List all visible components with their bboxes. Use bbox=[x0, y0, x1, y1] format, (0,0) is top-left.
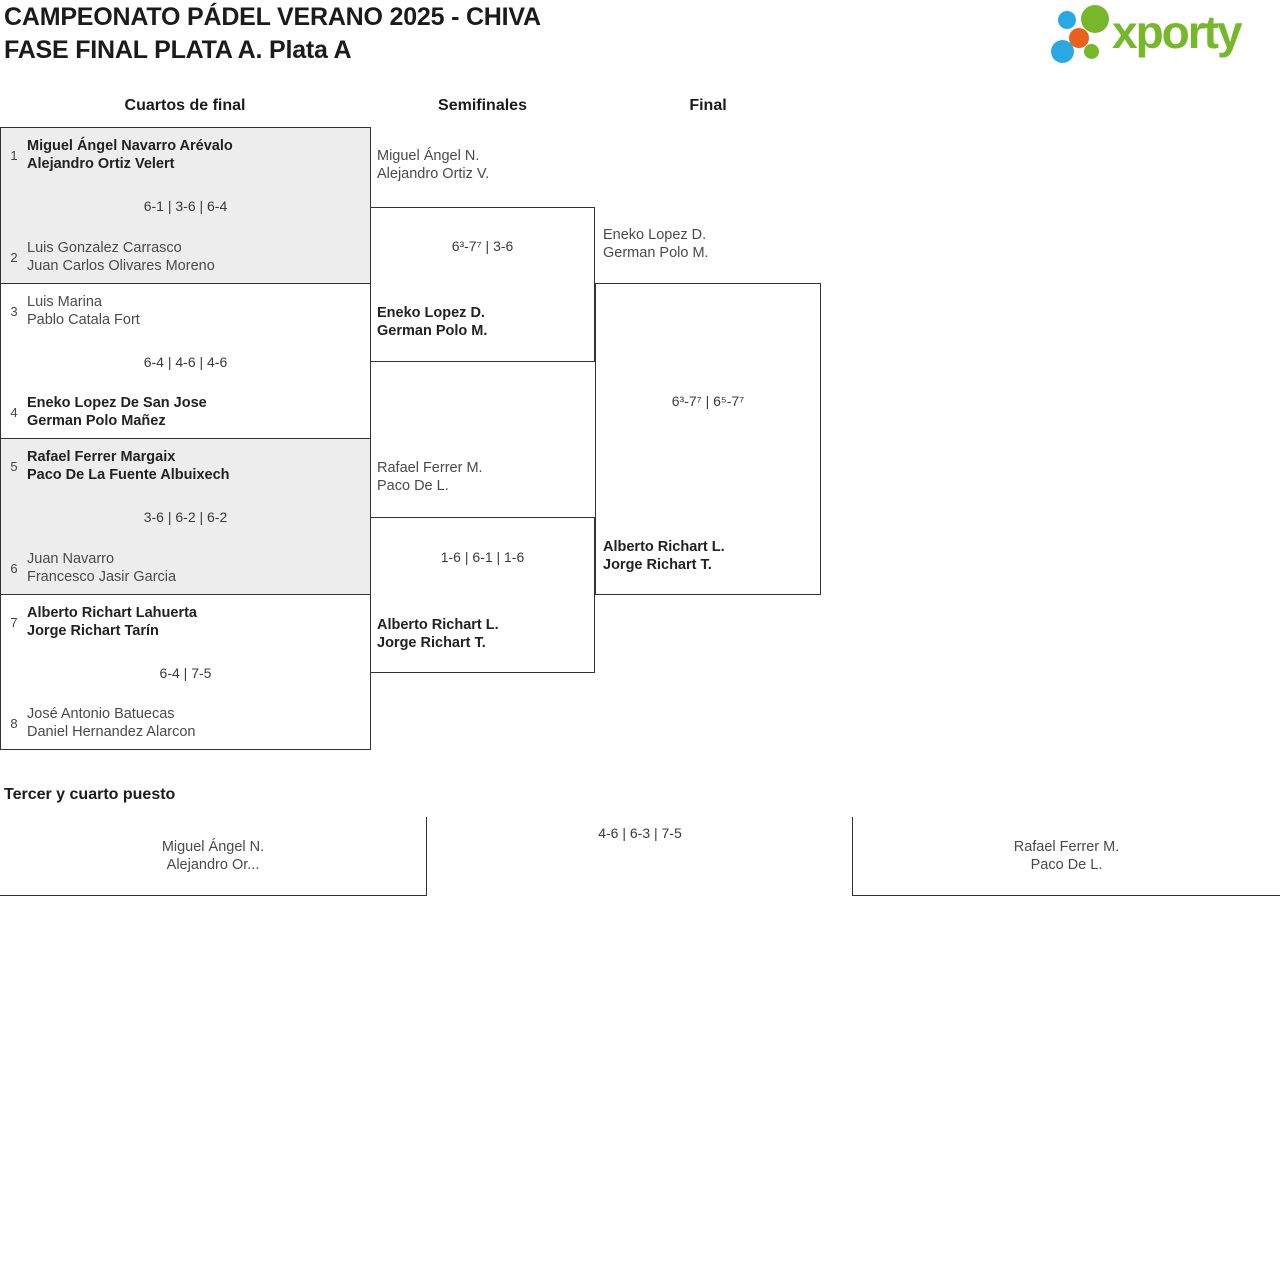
player-name: Miguel Ángel Navarro Arévalo bbox=[27, 138, 233, 154]
seed-number: 5 bbox=[10, 458, 18, 474]
player-name: Pablo Catala Fort bbox=[27, 312, 140, 328]
team-qf3-bottom: 6 Juan Navarro Francesco Jasir Garcia bbox=[1, 550, 176, 586]
player-name: Luis Marina bbox=[27, 294, 102, 310]
player-name: Rafael Ferrer M. bbox=[1013, 839, 1120, 855]
match-box-quarterfinal-3[interactable]: 5 Rafael Ferrer Margaix Paco De La Fuent… bbox=[0, 438, 371, 595]
round-header-final: Final bbox=[689, 97, 727, 114]
sf1-team-top-label: Miguel Ángel N. Alejandro Ortiz V. bbox=[377, 147, 489, 183]
player-name: Paco De L. bbox=[377, 478, 449, 494]
player-name: Jorge Richart Tarín bbox=[27, 623, 159, 639]
third-place-heading: Tercer y cuarto puesto bbox=[4, 786, 176, 803]
logo-dot-orange-icon bbox=[1069, 28, 1089, 48]
match-box-final[interactable] bbox=[595, 283, 821, 595]
seed-number: 7 bbox=[10, 614, 18, 630]
match-score: 6-4 | 4-6 | 4-6 bbox=[143, 354, 228, 370]
xporty-logo[interactable]: xporty bbox=[1045, 0, 1280, 72]
sf2-team-bottom-label: Alberto Richart L. Jorge Richart T. bbox=[377, 616, 499, 652]
player-name: Miguel Ángel N. bbox=[161, 839, 265, 855]
page-title-line2: FASE FINAL PLATA A. Plata A bbox=[4, 36, 352, 64]
player-name: Alejandro Ortiz V. bbox=[377, 166, 490, 182]
third-place-score: 4-6 | 6-3 | 7-5 bbox=[598, 825, 682, 841]
team-qf1-top: 1 Miguel Ángel Navarro Arévalo Alejandro… bbox=[1, 137, 233, 173]
third-place-bracket-left[interactable]: Miguel Ángel N. Alejandro Or... bbox=[0, 817, 427, 896]
player-name: Alejandro Ortiz Velert bbox=[27, 156, 175, 172]
match-score: 6-1 | 3-6 | 6-4 bbox=[143, 198, 228, 214]
final-team-bottom-label: Alberto Richart L. Jorge Richart T. bbox=[603, 538, 725, 574]
player-name: Juan Carlos Olivares Moreno bbox=[27, 258, 215, 274]
match-box-quarterfinal-1[interactable]: 1 Miguel Ángel Navarro Arévalo Alejandro… bbox=[0, 127, 371, 284]
player-name: Alberto Richart L. bbox=[603, 539, 725, 555]
team-qf3-top: 5 Rafael Ferrer Margaix Paco De La Fuent… bbox=[1, 448, 230, 484]
match-box-quarterfinal-4[interactable]: 7 Alberto Richart Lahuerta Jorge Richart… bbox=[0, 594, 371, 750]
sf2-team-top-label: Rafael Ferrer M. Paco De L. bbox=[377, 459, 483, 495]
third-place-bracket-right[interactable]: Rafael Ferrer M. Paco De L. bbox=[852, 817, 1280, 896]
player-name: Alberto Richart Lahuerta bbox=[27, 605, 197, 621]
team-qf4-top: 7 Alberto Richart Lahuerta Jorge Richart… bbox=[1, 604, 197, 640]
player-name: Eneko Lopez D. bbox=[603, 227, 707, 243]
seed-number: 3 bbox=[10, 303, 18, 319]
player-name: Paco De L. bbox=[1030, 857, 1103, 873]
player-name: German Polo M. bbox=[603, 245, 709, 261]
player-name: José Antonio Batuecas bbox=[27, 706, 175, 722]
semifinal-1-score: 6³-7⁷ | 3-6 bbox=[451, 238, 514, 254]
semifinal-2-score: 1-6 | 6-1 | 1-6 bbox=[440, 549, 525, 565]
round-header-semifinals: Semifinales bbox=[438, 97, 527, 114]
player-name: Alberto Richart L. bbox=[377, 617, 499, 633]
match-score: 6-4 | 7-5 bbox=[159, 665, 212, 681]
match-box-semifinal-1[interactable] bbox=[370, 207, 595, 362]
logo-dot-blue-small-icon bbox=[1058, 11, 1076, 29]
seed-number: 6 bbox=[10, 560, 18, 576]
match-score: 3-6 | 6-2 | 6-2 bbox=[143, 509, 228, 525]
seed-number: 8 bbox=[10, 715, 18, 731]
player-name: Rafael Ferrer Margaix bbox=[27, 449, 176, 465]
logo-dot-blue-large-icon bbox=[1051, 40, 1074, 63]
final-team-top-label: Eneko Lopez D. German Polo M. bbox=[603, 226, 709, 262]
player-name: Francesco Jasir Garcia bbox=[27, 569, 177, 585]
logo-dot-green-large-icon bbox=[1081, 5, 1109, 33]
player-name: Jorge Richart T. bbox=[603, 557, 712, 573]
page-title: CAMPEONATO PÁDEL VERANO 2025 - CHIVA FAS… bbox=[4, 1, 541, 67]
round-header-quarterfinals: Cuartos de final bbox=[124, 97, 246, 114]
player-name: Luis Gonzalez Carrasco bbox=[27, 240, 182, 256]
player-name: Miguel Ángel N. bbox=[377, 148, 480, 164]
match-box-quarterfinal-2[interactable]: 3 Luis Marina Pablo Catala Fort 6-4 | 4-… bbox=[0, 283, 371, 439]
team-qf2-bottom: 4 Eneko Lopez De San Jose German Polo Ma… bbox=[1, 394, 207, 430]
logo-wordmark: xporty bbox=[1112, 6, 1243, 58]
sf1-team-bottom-label: Eneko Lopez D. German Polo M. bbox=[377, 304, 487, 340]
player-name: German Polo Mañez bbox=[27, 413, 166, 429]
player-name: Rafael Ferrer M. bbox=[377, 460, 483, 476]
player-name: Eneko Lopez D. bbox=[377, 305, 485, 321]
player-name: German Polo M. bbox=[377, 323, 488, 339]
player-name: Alejandro Or... bbox=[166, 857, 260, 873]
final-score: 6³-7⁷ | 6⁵-7⁷ bbox=[671, 393, 745, 409]
player-name: Eneko Lopez De San Jose bbox=[27, 395, 207, 411]
match-box-semifinal-2[interactable] bbox=[370, 517, 595, 673]
seed-number: 4 bbox=[10, 404, 18, 420]
logo-dot-green-small-icon bbox=[1084, 44, 1099, 59]
player-name: Juan Navarro bbox=[27, 551, 115, 567]
team-qf2-top: 3 Luis Marina Pablo Catala Fort bbox=[1, 293, 140, 329]
team-qf4-bottom: 8 José Antonio Batuecas Daniel Hernandez… bbox=[1, 705, 195, 741]
player-name: Jorge Richart T. bbox=[377, 635, 486, 651]
player-name: Daniel Hernandez Alarcon bbox=[27, 724, 196, 740]
player-name: Paco De La Fuente Albuixech bbox=[27, 467, 230, 483]
page-title-line1: CAMPEONATO PÁDEL VERANO 2025 - CHIVA bbox=[4, 3, 541, 31]
team-qf1-bottom: 2 Luis Gonzalez Carrasco Juan Carlos Oli… bbox=[1, 239, 215, 275]
seed-number: 1 bbox=[10, 147, 18, 163]
seed-number: 2 bbox=[10, 249, 18, 265]
